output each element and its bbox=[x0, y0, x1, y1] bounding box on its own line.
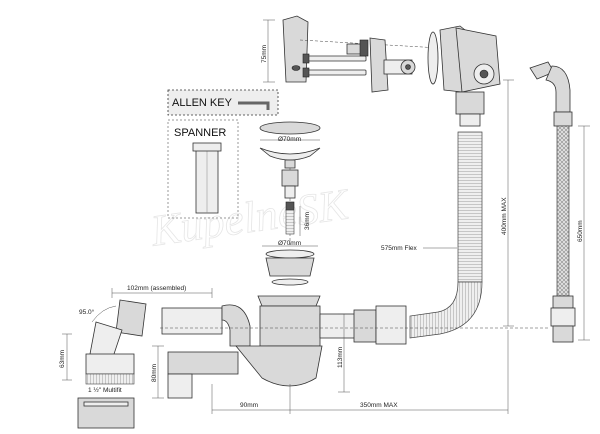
waste-plug-stack: Ø70mm 36mm Ø70mm bbox=[259, 121, 321, 286]
side-outlet-connector bbox=[375, 305, 407, 345]
overflow-flex-hose: 575mm Flex bbox=[381, 131, 483, 339]
overflow-cover bbox=[282, 15, 309, 83]
allen-key-label: ALLEN KEY bbox=[172, 97, 233, 109]
plug-spindle-upper bbox=[281, 169, 299, 187]
overflow-height-label: 75mm bbox=[261, 45, 268, 63]
braided-length-label: 650mm bbox=[577, 220, 584, 242]
max-height-dimension: 400mm MAX bbox=[501, 79, 514, 327]
plug-disc bbox=[259, 147, 321, 161]
trap-elbow bbox=[221, 304, 251, 347]
bottom-dimensions: 90mm 350mm MAX bbox=[211, 330, 509, 414]
braided-hose-assembly: 650mm bbox=[529, 61, 590, 343]
overflow-spindle bbox=[346, 43, 362, 55]
overflow-screw-top bbox=[305, 55, 367, 62]
trap-outlet-pipe bbox=[167, 351, 239, 375]
tools-panel: ALLEN KEY SPANNER bbox=[167, 89, 279, 219]
plug-cap bbox=[259, 121, 321, 135]
overflow-lever-plate bbox=[369, 37, 389, 93]
side-outlet-nut bbox=[353, 309, 377, 343]
waste-gasket bbox=[265, 249, 315, 259]
plug-diameter-label: Ø70mm bbox=[278, 136, 301, 143]
trap-outlet-nut bbox=[167, 373, 193, 399]
flex-hose-bend bbox=[409, 281, 483, 339]
watermark-text: KupelneSK bbox=[147, 179, 353, 256]
braided-hose-elbow bbox=[545, 65, 571, 113]
spanner-label: SPANNER bbox=[174, 127, 226, 139]
trap-depth-label: 80mm bbox=[151, 364, 158, 382]
assembled-length-dimension: 102mm (assembled) bbox=[111, 285, 213, 298]
overflow-neck bbox=[455, 91, 485, 115]
assembled-length-label: 102mm (assembled) bbox=[127, 285, 186, 292]
flange-diameter-label: Ø70mm bbox=[278, 240, 301, 247]
flex-length-label: 575mm Flex bbox=[381, 245, 418, 252]
multifit-body bbox=[85, 353, 135, 375]
braided-hose-lower-connector bbox=[552, 325, 574, 343]
max-height-label: 400mm MAX bbox=[501, 197, 508, 235]
waste-height-label: 113mm bbox=[337, 347, 344, 368]
waste-body-top bbox=[257, 295, 321, 307]
trap-assembly bbox=[160, 295, 550, 399]
overflow-neck-nut bbox=[459, 113, 481, 127]
spindle-length-label: 36mm bbox=[304, 212, 311, 230]
plug-threaded-spindle bbox=[285, 209, 295, 235]
multifit-connector: 95.0° 63mm 1 ½" Multifit bbox=[59, 299, 147, 429]
trap-depth-dimension: 80mm bbox=[151, 345, 164, 399]
angle-label: 95.0° bbox=[79, 308, 95, 316]
braided-hose bbox=[556, 125, 570, 297]
braided-hose-lower-nut bbox=[550, 307, 576, 327]
waste-flange bbox=[265, 257, 315, 277]
multifit-top-nut bbox=[115, 299, 147, 337]
overflow-gasket bbox=[427, 31, 439, 85]
overflow-assembly: 75mm bbox=[261, 15, 501, 127]
bottom-offset-label: 90mm bbox=[240, 402, 258, 409]
braided-hose-upper-nut bbox=[553, 111, 573, 127]
bottom-max-label: 350mm MAX bbox=[360, 402, 398, 409]
waste-height-dimension: 113mm bbox=[337, 313, 350, 393]
multifit-size-label: 1 ½" Multifit bbox=[88, 386, 122, 394]
allen-key-tool bbox=[238, 101, 270, 110]
waste-body bbox=[259, 305, 321, 347]
waste-side-outlet bbox=[319, 313, 359, 339]
flex-hose-vertical bbox=[457, 131, 483, 283]
trap-inlet-pipe bbox=[161, 307, 223, 335]
overflow-screw-bottom bbox=[305, 69, 367, 76]
multifit-height-label: 63mm bbox=[59, 350, 66, 368]
trap-bowl bbox=[235, 345, 323, 387]
braided-hose-lower-ferrule bbox=[552, 295, 574, 309]
